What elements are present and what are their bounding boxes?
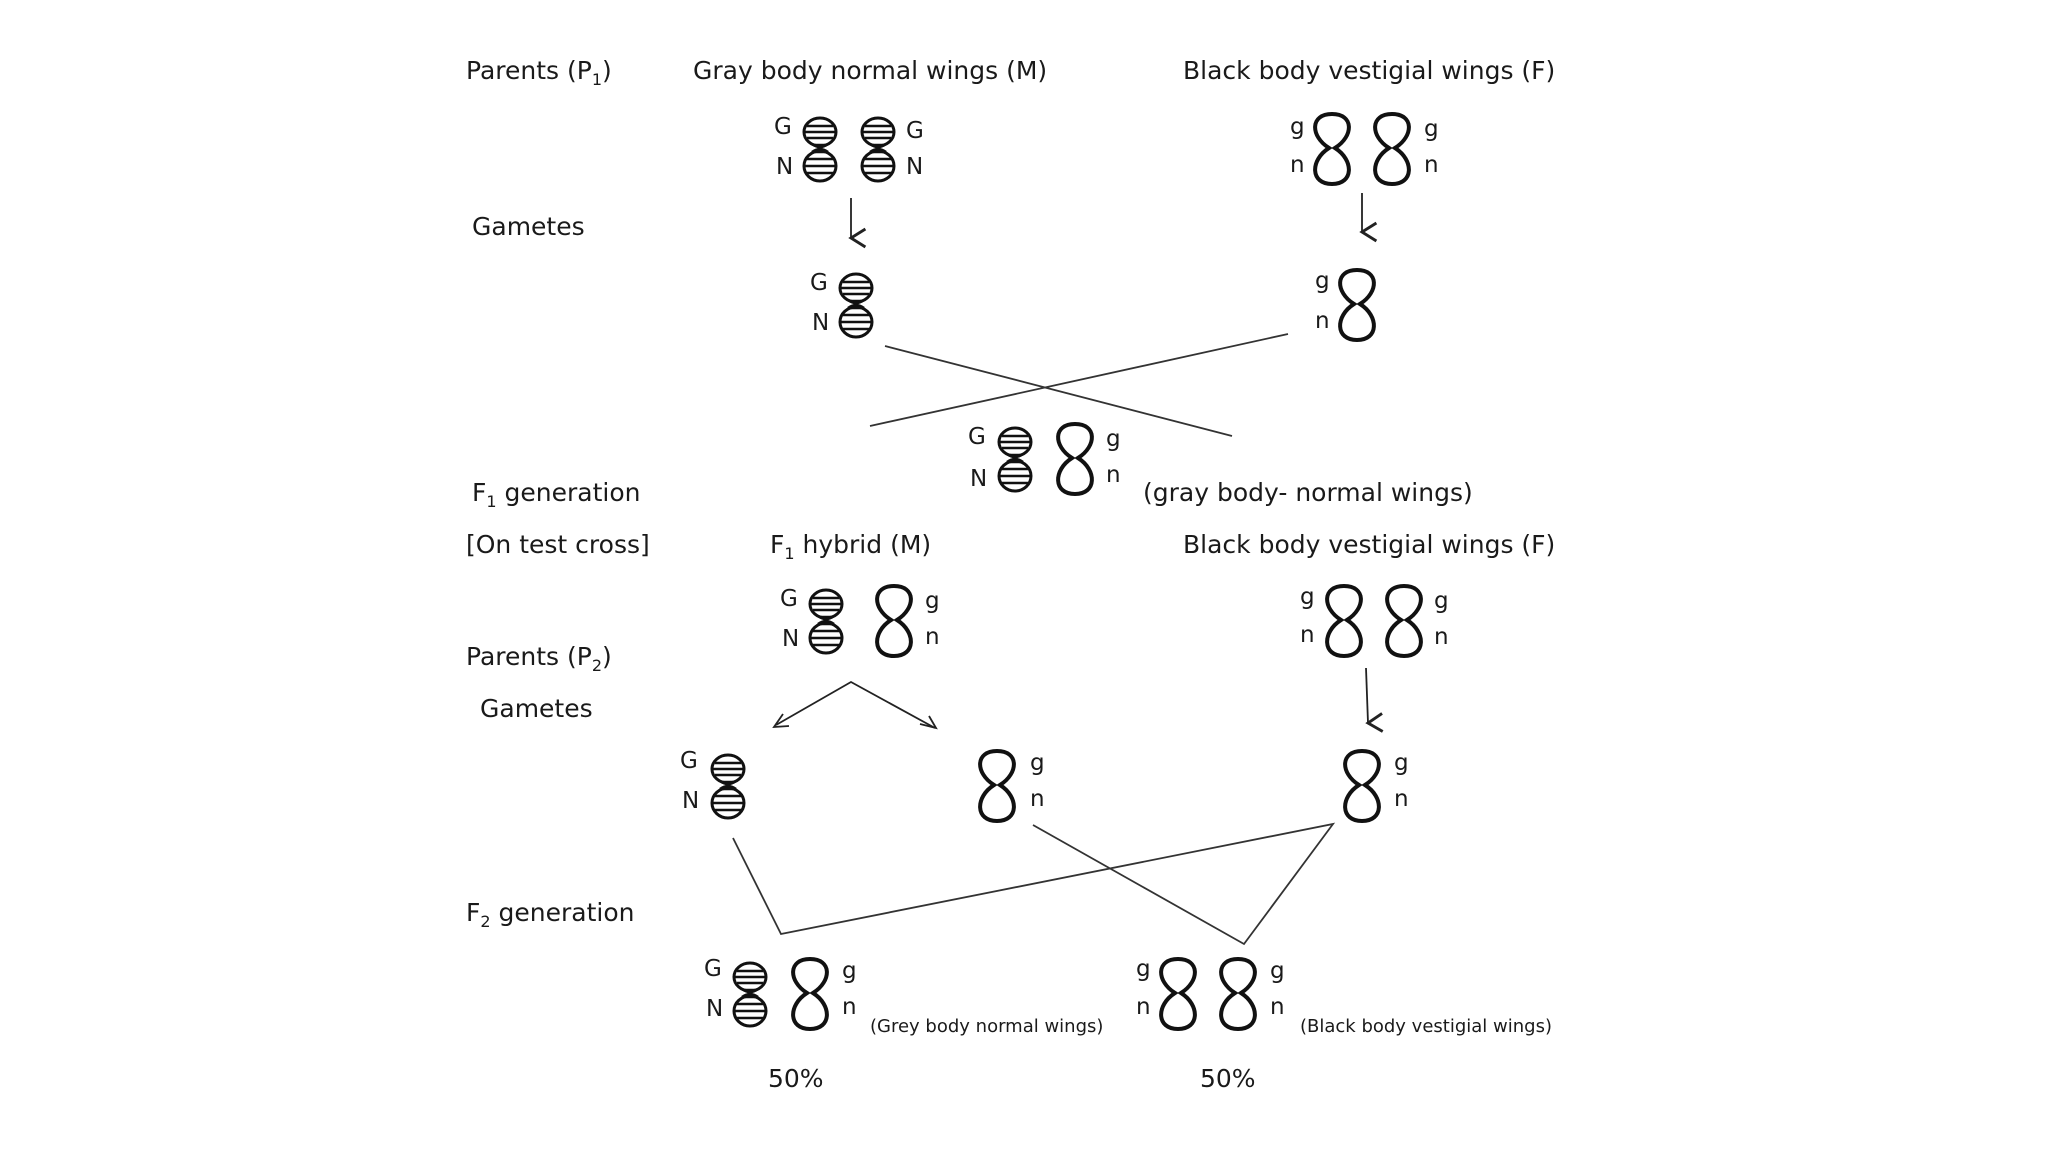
allele-label: n — [1290, 152, 1305, 178]
chromosome-recessive — [1219, 957, 1257, 1031]
chromosome-recessive — [1373, 112, 1411, 186]
f2-left-percent: 50% — [768, 1064, 824, 1093]
cross-line — [869, 333, 1289, 427]
chromosome-recessive — [978, 749, 1016, 823]
chromosome-recessive — [875, 584, 913, 658]
allele-label: g — [1434, 588, 1449, 614]
arrow-split — [775, 680, 936, 729]
arrow-down — [1365, 667, 1384, 733]
allele-label: n — [1434, 624, 1449, 650]
allele-label: g — [1270, 958, 1285, 984]
chromosome-recessive — [1056, 422, 1094, 496]
allele-label: N — [706, 996, 724, 1022]
allele-label: n — [1136, 994, 1151, 1020]
chromosome-dominant — [808, 588, 844, 655]
allele-label: g — [1136, 956, 1151, 982]
allele-label: N — [970, 466, 988, 492]
allele-label: N — [906, 154, 924, 180]
allele-label: n — [1030, 786, 1045, 812]
chromosome-dominant — [997, 426, 1033, 493]
cross-line — [884, 345, 1233, 437]
chromosome-dominant — [802, 116, 838, 183]
allele-label: g — [1394, 750, 1409, 776]
row-label-f1-generation: F1 generation — [472, 478, 641, 511]
allele-label: N — [682, 788, 700, 814]
f2-left-phenotype: (Grey body normal wings) — [870, 1016, 1104, 1037]
allele-label: N — [776, 154, 794, 180]
allele-label: G — [810, 270, 828, 296]
chromosome-recessive — [791, 957, 829, 1031]
allele-label: G — [906, 118, 924, 144]
header-male-p1: Gray body normal wings (M) — [693, 56, 1048, 85]
allele-label: n — [1315, 308, 1330, 334]
allele-label: G — [774, 114, 792, 140]
chromosome-dominant — [732, 961, 768, 1028]
chromosome-recessive — [1385, 584, 1423, 658]
allele-label: n — [1300, 622, 1315, 648]
chromosome-recessive — [1159, 957, 1197, 1031]
allele-label: G — [704, 956, 722, 982]
chromosome-recessive — [1325, 584, 1363, 658]
row-label-parents-p1: Parents (P1) — [466, 56, 612, 89]
allele-label: n — [842, 994, 857, 1020]
allele-label: G — [968, 424, 986, 450]
f2-right-percent: 50% — [1200, 1064, 1256, 1093]
allele-label: G — [680, 748, 698, 774]
allele-label: n — [1394, 786, 1409, 812]
chromosome-recessive — [1338, 268, 1376, 342]
row-label-parents-p2: Parents (P2) — [466, 642, 612, 675]
row-label-test-cross: [On test cross] — [466, 530, 650, 559]
allele-label: n — [925, 624, 940, 650]
chromosome-dominant — [860, 116, 896, 183]
allele-label: N — [812, 310, 830, 336]
chromosome-dominant — [838, 272, 874, 339]
header-female-p2: Black body vestigial wings (F) — [1183, 530, 1556, 559]
allele-label: G — [780, 586, 798, 612]
cross-line — [732, 822, 1336, 946]
row-label-f2-generation: F2 generation — [466, 898, 635, 931]
chromosome-recessive — [1343, 749, 1381, 823]
allele-label: g — [1315, 268, 1330, 294]
chromosome-dominant — [710, 753, 746, 820]
allele-label: n — [1270, 994, 1285, 1020]
header-female-p1: Black body vestigial wings (F) — [1183, 56, 1556, 85]
allele-label: g — [1290, 114, 1305, 140]
row-label-gametes: Gametes — [472, 212, 585, 241]
f2-right-phenotype: (Black body vestigial wings) — [1300, 1016, 1552, 1037]
header-f1-hybrid: F1 hybrid (M) — [770, 530, 932, 563]
allele-label: g — [842, 958, 857, 984]
allele-label: g — [925, 588, 940, 614]
allele-label: N — [782, 626, 800, 652]
f1-phenotype: (gray body- normal wings) — [1143, 478, 1473, 507]
allele-label: g — [1300, 584, 1315, 610]
allele-label: g — [1030, 750, 1045, 776]
allele-label: n — [1424, 152, 1439, 178]
allele-label: n — [1106, 462, 1121, 488]
allele-label: g — [1106, 426, 1121, 452]
row-label-gametes: Gametes — [480, 694, 593, 723]
chromosome-recessive — [1313, 112, 1351, 186]
allele-label: g — [1424, 116, 1439, 142]
